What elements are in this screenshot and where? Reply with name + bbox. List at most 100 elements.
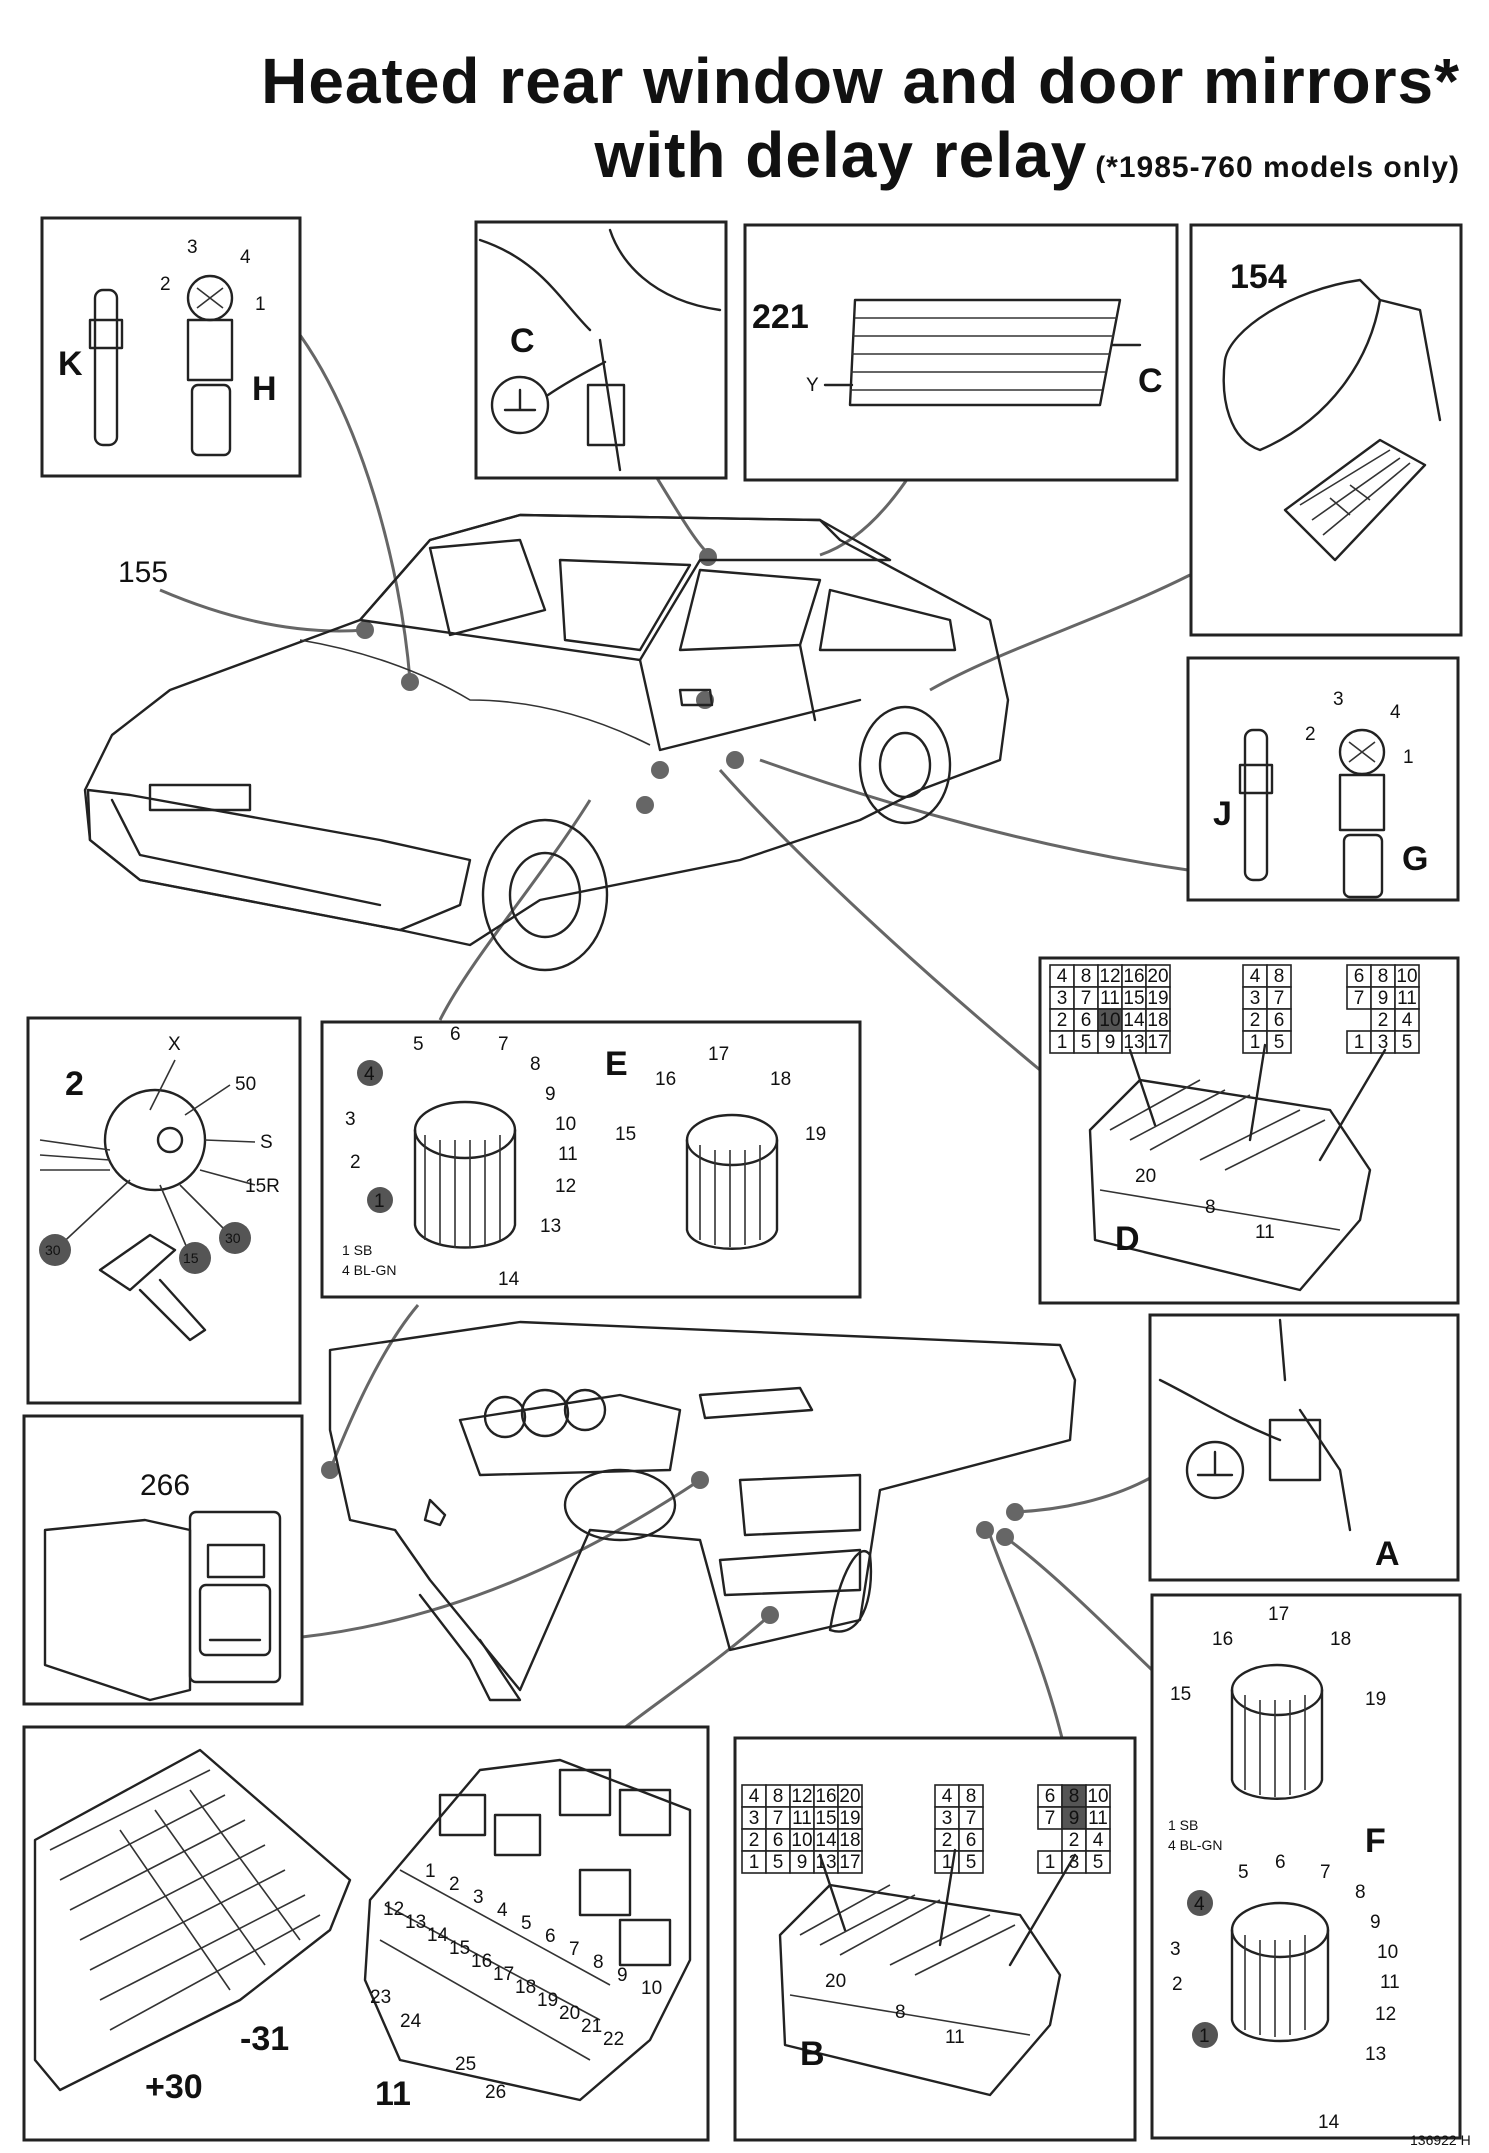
pin-15-label: 15	[615, 1124, 636, 1145]
relay-number-15: 15	[449, 1938, 470, 1959]
fuse-b-a-cell-label: 8	[773, 1786, 784, 1807]
connector-e-panel: E 4 5 6 7 8 9 10 11 12 13 14 3 2 1 15 16…	[320, 1020, 862, 1299]
pin-1-label: 1	[255, 294, 266, 315]
connector-e-label: E	[605, 1045, 628, 1083]
fuse-d-c-cell-label: 2	[1378, 1010, 1389, 1031]
model-note: (*1985-760 models only)	[1095, 151, 1460, 184]
pin-4-label: 4	[1194, 1894, 1205, 1915]
pin-13-label: 13	[1365, 2044, 1386, 2065]
leader-dots	[321, 548, 1024, 1624]
fuse-b-c-cell-label: 2	[1069, 1830, 1080, 1851]
pin-16-label: 16	[1212, 1629, 1233, 1650]
relay-number-3: 3	[473, 1887, 484, 1908]
ignition-switch-panel: 2 X 50 S 15R 30 15 30	[26, 1016, 302, 1405]
pin-18-label: 18	[1330, 1629, 1351, 1650]
terminal-x-label: X	[168, 1034, 181, 1055]
fuse-b-a-cell	[837, 1850, 863, 1874]
fuse-d-a-cell-label: 12	[1099, 966, 1120, 987]
fuse-b-b-cell-label: 3	[942, 1808, 953, 1829]
pin-18-label: 18	[770, 1069, 791, 1090]
fuse-b-c-cell-label: 1	[1045, 1852, 1056, 1873]
switch-number: 2	[65, 1065, 84, 1103]
fusebox-b-label-8: 8	[895, 2002, 906, 2023]
fuse-d-a-cell-label: 7	[1081, 988, 1092, 1009]
page-subtitle: with delay relay(*1985-760 models only)	[0, 118, 1460, 192]
image-code: 136922 H	[1410, 2132, 1471, 2148]
pin-2-label: 2	[160, 274, 171, 295]
pin-7-label: 7	[498, 1034, 509, 1055]
wire-legend-sb: 1 SB	[1168, 1817, 1198, 1833]
relay-number-23: 23	[370, 1987, 391, 2008]
pin-5-label: 5	[413, 1034, 424, 1055]
mirror-panel: 154	[1189, 223, 1463, 637]
relay-number-9: 9	[617, 1965, 628, 1986]
fuse-d-a-cell-label: 20	[1147, 966, 1168, 987]
connector-g-label: G	[1402, 840, 1428, 878]
fuse-d-c-cell-label: 11	[1397, 988, 1417, 1009]
fuse-d-a-cell-label: 13	[1123, 1032, 1144, 1053]
pin-2-label: 2	[350, 1152, 361, 1173]
pin-1-label: 1	[1403, 747, 1414, 768]
fuse-b-a-cell-label: 14	[815, 1830, 837, 1851]
fuse-b-c-cell-label: 3	[1069, 1852, 1080, 1873]
pin-3-label: 3	[1333, 689, 1344, 710]
fuse-b-a-cell-label: 3	[749, 1808, 760, 1829]
fuse-d-a-cell-label: 8	[1081, 966, 1092, 987]
fuse-d-a-cell-label: 19	[1147, 988, 1168, 1009]
relay-panel-number: 11	[375, 2075, 411, 2113]
pin-3-label: 3	[1170, 1939, 1181, 1960]
terminal-s-label: S	[260, 1132, 273, 1153]
pin-3-label: 3	[345, 1109, 356, 1130]
pin-8-label: 8	[1355, 1882, 1366, 1903]
fuse-b-a-cell-label: 4	[749, 1786, 760, 1807]
relay-number-25: 25	[455, 2054, 476, 2075]
rocker-switch-panel: 266	[22, 1414, 304, 1706]
pin-12-label: 12	[555, 1176, 576, 1197]
rear-window-y-label: Y	[806, 375, 819, 396]
pin-15-label: 15	[1170, 1684, 1191, 1705]
pin-16-label: 16	[655, 1069, 676, 1090]
fusebox-d-label-8: 8	[1205, 1197, 1216, 1218]
fuse-d-a-cell-label: 2	[1057, 1010, 1068, 1031]
pin-10-label: 10	[1377, 1942, 1398, 1963]
fuse-d-a-cell-label: 4	[1057, 966, 1068, 987]
relay-number-20: 20	[559, 2003, 580, 2024]
fuse-d-c-cell-label: 8	[1378, 966, 1389, 987]
fuse-d-c-cell	[1394, 1030, 1420, 1054]
pin-9-label: 9	[545, 1084, 556, 1105]
terminal-plus30-label: +30	[145, 2068, 203, 2106]
fuse-d-a-cell-label: 16	[1123, 966, 1144, 987]
wire-legend-blgn: 4 BL-GN	[342, 1262, 396, 1278]
fuse-d-a-cell-label: 17	[1147, 1032, 1168, 1053]
connector-k-label: K	[58, 345, 83, 383]
mirror-number: 154	[1230, 258, 1287, 296]
terminal-50-label: 50	[235, 1074, 256, 1095]
fuse-b-c-cell	[1085, 1850, 1111, 1874]
relay-number-14: 14	[427, 1925, 449, 1946]
fuse-b-c-cell-label: 5	[1093, 1852, 1104, 1873]
relay-number-6: 6	[545, 1926, 556, 1947]
fuse-d-a-cell-label: 11	[1100, 988, 1120, 1009]
fusebox-d-label-11: 11	[1255, 1222, 1275, 1243]
fusebox-b-label-20: 20	[825, 1971, 846, 1992]
fuse-d-b-cell-label: 7	[1274, 988, 1285, 1009]
fusebox-d-label-20: 20	[1135, 1166, 1156, 1187]
fuse-d-a-cell-label: 3	[1057, 988, 1068, 1009]
pin-9-label: 9	[1370, 1912, 1381, 1933]
pin-10-label: 10	[555, 1114, 576, 1135]
fuse-d-c-cell-label: 9	[1378, 988, 1389, 1009]
fuse-b-a-cell-label: 2	[749, 1830, 760, 1851]
fuse-d-b-cell-label: 1	[1250, 1032, 1261, 1053]
relay-number-8: 8	[593, 1952, 604, 1973]
connector-h-label: H	[252, 370, 277, 408]
fuse-b-a-cell-label: 18	[839, 1830, 860, 1851]
pin-19-label: 19	[805, 1124, 826, 1145]
fuse-b-a-cell-label: 7	[773, 1808, 784, 1829]
relay-number-7: 7	[569, 1939, 580, 1960]
pin-11-label: 11	[558, 1144, 578, 1165]
pin-14-label: 14	[498, 1269, 520, 1290]
relay-number-17: 17	[493, 1964, 514, 1985]
